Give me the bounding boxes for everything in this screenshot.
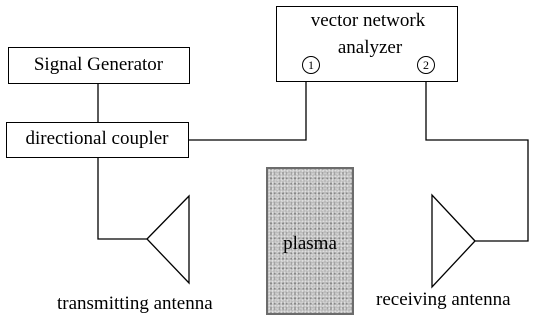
signal-generator-box: Signal Generator [8, 47, 190, 84]
plasma-slab: plasma [266, 167, 354, 315]
vna-label-line1: vector network [310, 10, 426, 31]
directional-coupler-box: directional coupler [6, 122, 189, 158]
rx-antenna-horn [431, 193, 476, 289]
signal-generator-label: Signal Generator [33, 54, 164, 75]
vna-label-line2: analyzer [337, 37, 403, 58]
vna-port-1: 1 [302, 56, 320, 74]
tx-antenna-horn [146, 194, 190, 285]
directional-coupler-label: directional coupler [25, 128, 169, 149]
transmitting-antenna-label: transmitting antenna [57, 293, 213, 314]
vna-port-2: 2 [417, 56, 435, 74]
wire-coupler-vna-port1 [188, 75, 310, 141]
receiving-antenna-label: receiving antenna [376, 289, 511, 310]
plasma-label: plasma [283, 233, 337, 254]
wire-vna-port2-rx-antenna [425, 76, 529, 242]
wire-coupler-tx-antenna [97, 158, 147, 240]
